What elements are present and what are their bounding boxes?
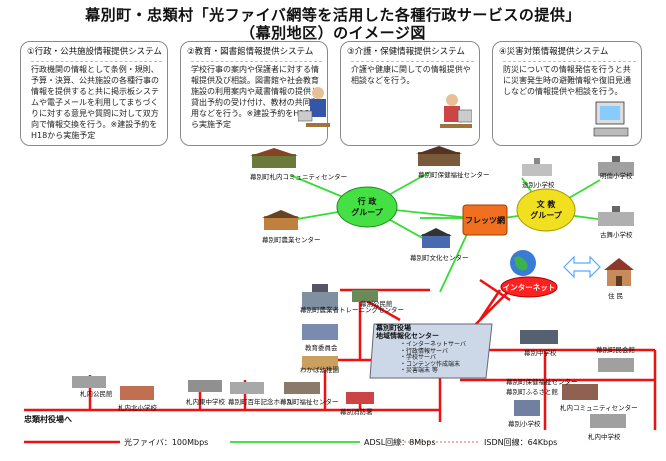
flets-label: フレッツ網 [465,215,505,225]
facility-label: 幕別小学校 [508,420,541,428]
legend-fiber: 光ファイバ：100Mbps [124,438,209,447]
facility-label: 幕別町保健福祉センター 幕別町ふるさと館 [506,378,578,396]
globe-icon [510,250,536,276]
facility-label: 明倫小学校 [600,172,633,180]
school-icon [598,206,634,226]
bunkyo-group-label: 文 教 グループ [530,200,562,220]
service-box-education: ②教育・図書館情報提供システム 学校行事の案内や保護者に対する情報提供及び相談。… [180,41,328,146]
building-icon [250,148,298,168]
building-icon [416,146,462,166]
facility-label: わかば幼稚園 [300,366,339,374]
service-header: ①行政・公共施設情報提供システム [27,47,162,57]
school-icon [230,382,264,394]
diagram-title-line1: 幕別町・忠類村「光ファイバ網等を活用した各種行政サービスの提供」 [85,6,581,24]
facility-label: 札内コミュニティセンター [560,404,638,412]
building-icon [302,324,338,340]
building-icon [520,330,558,344]
legend-adsl: ADSL回線：8Mbps [364,438,436,447]
building-icon [514,400,540,416]
service-body: 行政機関の情報として条例・規則、予算・決算、公共施設の各種行事の情報を提供すると… [31,61,162,141]
facility-label: 札内中学校 [588,433,621,441]
tadashi-village-link: 忠類村役場へ [24,415,72,424]
building-icon [120,386,154,400]
house-icon [604,258,634,286]
service-body: 防災についての情報発信を行うと共に災害発生時の避難情報や復旧見通しなどの情報提供… [503,61,636,97]
facility-label: 幕別町農業センター [262,236,321,244]
school-icon [590,414,626,428]
center-item: ・行政情報サーバ [400,347,448,355]
facility-label: 幕別町札内コミュニティセンター [250,173,348,181]
service-header: ②教育・図書館情報提供システム [187,47,314,57]
internet-node [500,276,558,298]
facility-label: 幕別町福祉センター [280,398,339,406]
service-box-care: ③介護・保健情報提供システム 介護や健康に関しての情報提供や相談などを行う。 [340,41,480,146]
building-icon [302,356,338,370]
facility-label: 古舞小学校 [600,231,633,239]
legend-isdn: ISDN回線：64Kbps [484,438,558,447]
school-icon [598,156,634,176]
info-center-title: 幕別町役場 地域情報化センター [376,324,439,340]
residents-label: 住 民 [608,292,624,300]
gyosei-group-node [336,186,398,228]
facility-label: 途別小学校 [522,181,555,189]
facility-label: 教育委員会 [305,344,338,352]
person-computer-icon [298,87,330,127]
gyosei-group-label: 行 政 グループ [351,197,383,217]
service-body: 学校行事の案内や保護者に対する情報提供及び相談。図書館や社会教育施設の利用案内や… [191,61,322,130]
school-icon [522,158,552,176]
facility-label: 札内北小学校 [118,404,157,412]
facility-label: 札内東中学校 [186,398,225,406]
center-item: ・災害端末 等 [400,367,438,375]
center-item: ・学校サーバ [400,354,436,362]
school-icon [72,376,106,388]
flets-node [462,204,508,236]
info-center-items: ・インターネットサーバ ・行政情報サーバ ・学校サーバ ・コンテンツ作成端末 ・… [400,341,490,375]
computer-icon [593,101,629,137]
bunkyo-group-node [516,188,576,232]
building-icon [302,284,338,310]
facility-label: 幕別町百年記念ホール [228,398,293,406]
service-header: ④災害対策情報提供システム [499,47,609,57]
info-center-box [369,323,493,379]
facility-label: 札内公民館 [80,390,113,398]
facility-label: 幕別町保健福祉センター [418,171,490,179]
center-item: ・インターネットサーバ [400,341,466,348]
service-body: 介護や健康に関しての情報提供や相談などを行う。 [351,61,474,86]
bidirectional-arrow-icon [563,255,601,279]
facility-label: 幕別町文化センター [410,254,469,262]
building-icon [352,290,378,302]
service-header: ③介護・保健情報提供システム [347,47,465,57]
school-icon [598,358,634,372]
building-icon [346,392,374,404]
center-item: ・コンテンツ作成端末 [400,360,461,368]
school-icon [188,380,222,392]
facility-label: 幕別町民会館 [596,346,635,354]
facility-label: 幕別町農業者トレーニングセンター [300,306,404,314]
building-icon [562,384,598,400]
building-icon [262,210,300,230]
service-box-admin: ①行政・公共施設情報提供システム 行政機関の情報として条例・規則、予算・決算、公… [20,41,168,146]
facility-label: 幕別中学校 [524,349,557,357]
diagram-title-line2: （幕別地区）のイメージ図 [240,24,426,42]
building-icon [420,228,452,248]
facility-label: 幕別消防署 [340,408,373,416]
building-icon [284,382,320,394]
internet-label: インターネット [502,282,556,292]
person-computer-icon [440,94,472,128]
facility-label: 幕別公民館 [360,300,393,308]
